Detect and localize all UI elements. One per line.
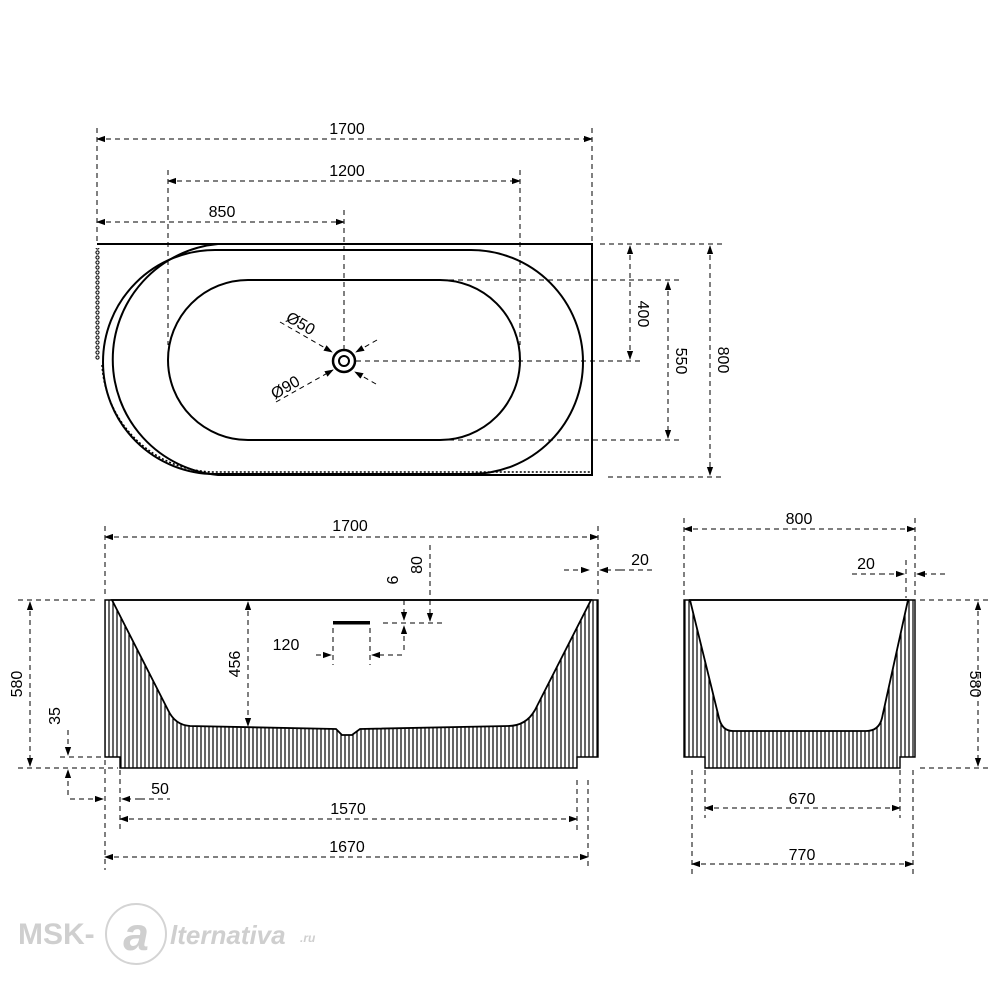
watermark-suffix: lternativa xyxy=(170,920,286,950)
side-view: 800 20 580 670 770 xyxy=(683,511,992,876)
top-inner-width-label: 550 xyxy=(672,348,689,375)
front-overall-length-label: 1700 xyxy=(332,518,368,535)
fluted-edge-curve xyxy=(101,364,592,473)
watermark-prefix: MSK- xyxy=(18,918,95,951)
drain-small-diameter-label: Ø50 xyxy=(283,309,318,339)
watermark-domain: .ru xyxy=(300,931,316,945)
base-recess-width-label: 50 xyxy=(151,781,169,798)
base-recess-height-label: 35 xyxy=(47,707,64,725)
top-drain-offset-label: 850 xyxy=(209,204,236,221)
top-overall-width-label: 800 xyxy=(714,347,731,374)
front-view: 1700 20 80 6 120 456 580 35 xyxy=(9,518,655,870)
drain-icon xyxy=(331,348,357,374)
tub-rim-outline xyxy=(102,249,584,475)
base-inner-length-label: 1570 xyxy=(330,801,366,818)
svg-text:a: a xyxy=(123,908,149,960)
side-base-width-label: 770 xyxy=(789,847,816,864)
tub-basin-outline xyxy=(167,279,521,441)
overflow-length-label: 120 xyxy=(273,637,300,654)
front-outer-outline xyxy=(104,599,599,769)
top-inner-length-label: 1200 xyxy=(329,163,365,180)
top-view: 1700 1200 850 Ø50 Ø90 400 550 800 xyxy=(94,121,731,478)
front-inner-depth-label: 456 xyxy=(227,651,244,678)
front-overall-height-label: 580 xyxy=(9,671,26,698)
watermark-logo-icon: a xyxy=(105,903,167,965)
side-base-inner-width-label: 670 xyxy=(789,791,816,808)
front-rim-width-label: 20 xyxy=(631,552,649,569)
side-overall-width-label: 800 xyxy=(786,511,813,528)
brand-watermark: MSK- a lternativa .ru xyxy=(18,903,316,965)
overflow-drop-label: 80 xyxy=(409,556,426,574)
side-rim-width-label: 20 xyxy=(857,556,875,573)
front-basin-profile xyxy=(110,599,593,736)
side-outer-outline xyxy=(683,599,916,769)
side-basin-profile xyxy=(688,599,910,732)
side-overall-height-label: 580 xyxy=(966,671,983,698)
drain-large-diameter-label: Ø90 xyxy=(268,373,303,403)
top-overall-length-label: 1700 xyxy=(329,121,365,138)
overflow-slot xyxy=(333,621,370,625)
top-drain-center-width-label: 400 xyxy=(634,301,651,328)
overflow-height-label: 6 xyxy=(385,575,402,584)
base-length-label: 1670 xyxy=(329,839,365,856)
